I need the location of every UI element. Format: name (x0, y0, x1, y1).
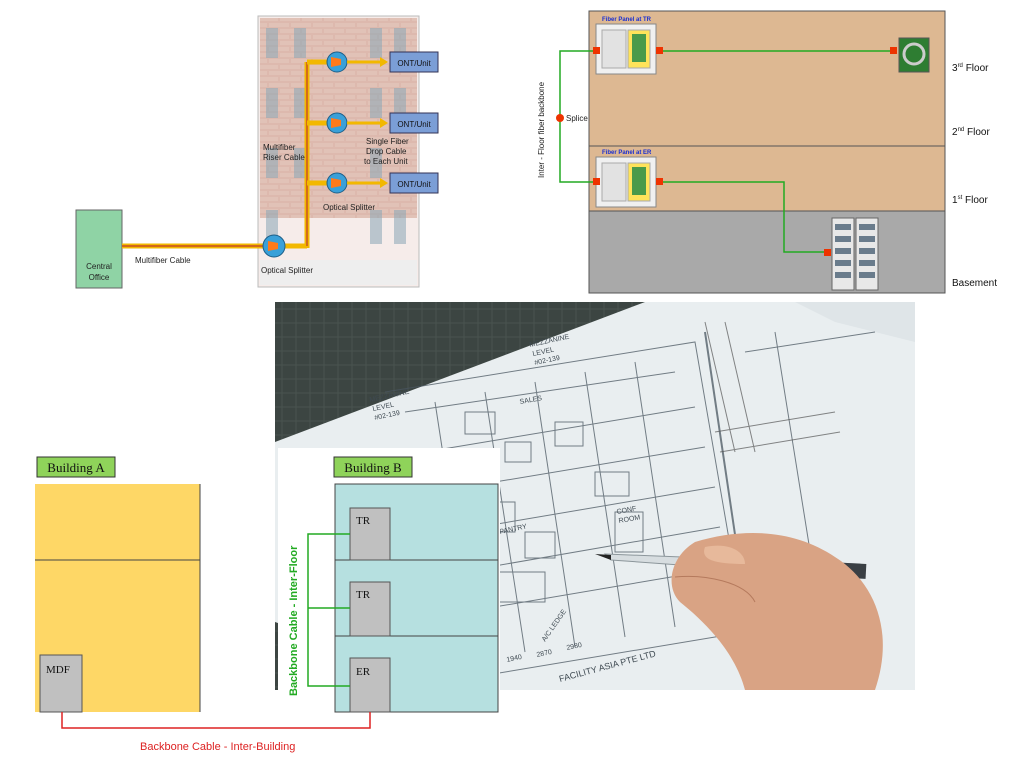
tr-label-upper: TR (356, 515, 371, 527)
ftth-riser-diagram: Central Office Multifiber Cable ON (75, 15, 439, 289)
conf-room-label-1: CONF (616, 506, 637, 516)
mezzanine-label-left-2: LEVEL (372, 402, 395, 413)
dimension-2: 2870 (536, 649, 553, 659)
ont-unit-label-3: ONT/Unit (397, 180, 431, 189)
tr-room-middle (349, 581, 391, 637)
floor-1-label: 1st Floor (952, 195, 988, 206)
tr-room-upper (349, 507, 391, 561)
optical-splitter-label-lower: Optical Splitter (261, 266, 313, 275)
ont-unit-box-2 (389, 112, 439, 134)
basement-band (588, 210, 946, 294)
fiber-panel-er (595, 156, 657, 208)
dimension-1: 1940 (506, 654, 523, 664)
building-a-title-box (36, 456, 116, 478)
building-windows (266, 28, 406, 244)
fiber-panel-tr-label: Fiber Panel at TR (602, 17, 652, 23)
fiber-enclosure-3rd-floor (898, 37, 930, 73)
sales-label: SALES (519, 395, 543, 406)
optical-splitter-low (326, 172, 348, 194)
optical-splitter-label-upper: Optical Splitter (323, 203, 375, 212)
inter-floor-cable (307, 533, 350, 687)
ont-unit-label-1: ONT/Unit (397, 59, 431, 68)
ont-unit-label-2: ONT/Unit (397, 120, 431, 129)
central-office-box (75, 209, 123, 289)
ont-unit-box-3 (389, 172, 439, 194)
optical-splitter-top (326, 51, 348, 73)
multifiber-cable-label: Multifiber Cable (135, 256, 191, 265)
drop-label-2: Drop Cable (366, 147, 407, 156)
port-3rd-floor (890, 47, 897, 54)
building-b-title: Building B (344, 460, 402, 475)
port-er-left (593, 178, 600, 185)
floor-3-label: 3rd Floor (952, 63, 989, 74)
port-tr-left (593, 47, 600, 54)
port-er-right (656, 178, 663, 185)
central-office-label-2: Office (89, 273, 110, 282)
port-basement (824, 249, 831, 256)
dimension-3: 2980 (566, 642, 583, 652)
vertical-backbone-label: Inter - Floor fiber backbone (537, 81, 546, 178)
mdf-label: MDF (46, 664, 70, 676)
basement-label: Basement (952, 278, 997, 289)
floor-2-label: 2nd Floor (952, 127, 990, 138)
fiber-panel-tr (595, 23, 657, 75)
optical-splitter-main (262, 234, 286, 258)
floor-backbone-diagram: Splice Inter - Floor fiber backbone Fibe… (537, 10, 997, 294)
inter-building-label: Backbone Cable - Inter-Building (140, 741, 295, 753)
er-label: ER (356, 666, 371, 678)
drop-cables (347, 57, 388, 188)
splice-label: Splice (566, 114, 588, 123)
port-tr-right (656, 47, 663, 54)
riser-label-2: Riser Cable (263, 153, 305, 162)
hand (671, 533, 883, 690)
riser-label-1: Multifiber (263, 143, 296, 152)
drop-label-1: Single Fiber (366, 137, 409, 146)
central-office-label-1: Central (86, 262, 112, 271)
tr-label-middle: TR (356, 589, 371, 601)
basement-racks (831, 217, 879, 291)
inter-floor-label: Backbone Cable - Inter-Floor (288, 545, 300, 696)
ont-unit-box-1 (389, 51, 439, 73)
drop-label-3: to Each Unit (364, 157, 408, 166)
inter-building-cable (61, 712, 371, 729)
optical-splitter-mid (326, 112, 348, 134)
fiber-panel-er-label: Fiber Panel at ER (602, 150, 652, 156)
mdf-room (39, 654, 83, 713)
building-backbone-diagram: Building A MDF Building B TR TR ER Backb… (35, 448, 500, 753)
building-a-title: Building A (47, 460, 105, 475)
splice-point (556, 114, 564, 122)
mezzanine-label-right-2: LEVEL (532, 347, 555, 358)
riser-cable (281, 59, 328, 249)
conf-room-label-2: ROOM (618, 514, 641, 525)
building-b-title-box (333, 456, 413, 478)
